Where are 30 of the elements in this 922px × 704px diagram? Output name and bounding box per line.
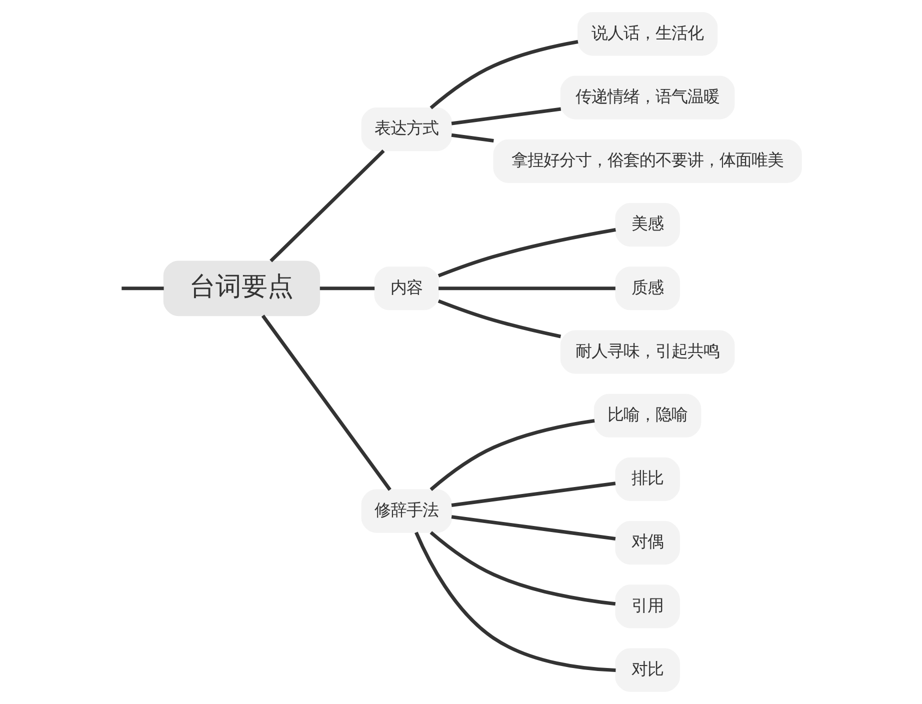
- node-box: 修辞手法: [361, 489, 452, 533]
- node-box: 内容: [374, 266, 440, 310]
- connector: [451, 515, 616, 540]
- connector: [451, 133, 494, 143]
- connector: [430, 419, 595, 491]
- connector: [414, 532, 616, 672]
- connector: [451, 107, 562, 126]
- node-box: 引用: [615, 584, 680, 628]
- connector: [320, 286, 375, 290]
- connector: [122, 286, 164, 290]
- node-box: 说人话，生活化: [577, 12, 718, 56]
- node-box: 比喻，隐喻: [594, 394, 702, 438]
- node-box: 对偶: [615, 521, 680, 565]
- connector: [430, 531, 616, 606]
- node-box: 美感: [615, 202, 680, 247]
- connector: [261, 314, 392, 491]
- node-box: 台词要点: [163, 260, 320, 316]
- connector: [270, 149, 385, 262]
- node-box: 拿捏好分寸，俗套的不要讲，体面唯美: [493, 139, 802, 183]
- node-box: 耐人寻味，引起共鸣: [560, 330, 735, 374]
- connector: [430, 40, 578, 110]
- connector: [451, 482, 616, 507]
- node-box: 表达方式: [361, 108, 452, 152]
- connector: [438, 228, 616, 278]
- connector: [438, 299, 562, 338]
- node-box: 对比: [615, 648, 680, 692]
- node-box: 传递情绪，语气温暖: [560, 76, 735, 120]
- node-box: 质感: [615, 266, 680, 310]
- node-box: 排比: [615, 457, 680, 502]
- connector: [438, 286, 616, 290]
